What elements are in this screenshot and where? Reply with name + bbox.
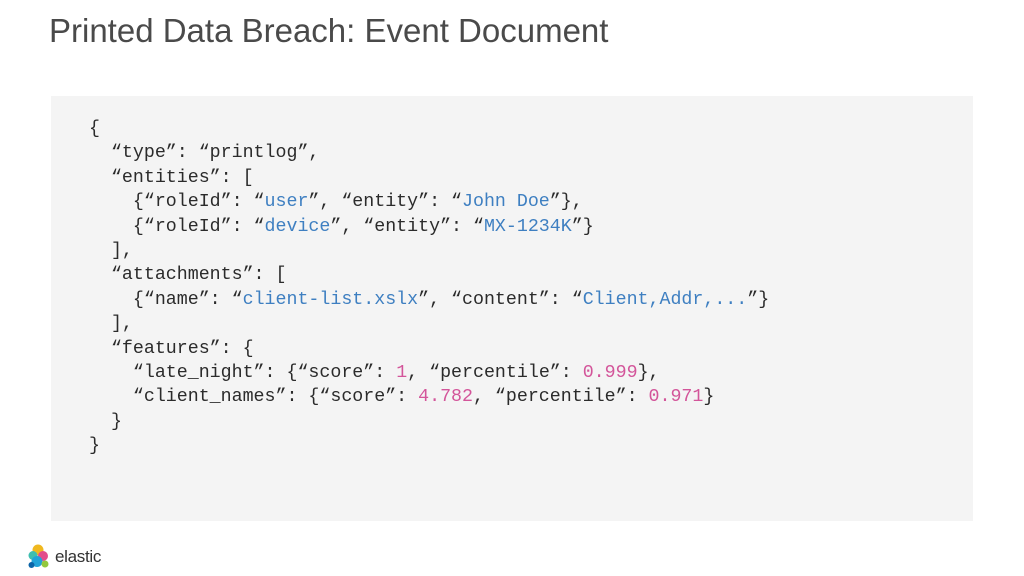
code-punct: ”, “entity”: “: [308, 192, 463, 213]
code-punct: {“name”: “: [89, 289, 243, 310]
code-string: user: [264, 192, 309, 213]
code-punct: “type”: “printlog”,: [89, 143, 320, 164]
elastic-logo-icon: [28, 544, 49, 568]
code-punct: {“roleId”: “: [89, 216, 265, 237]
code-line: “client_names”: {“score”: 4.782, “percen…: [89, 385, 769, 409]
code-number: 4.782: [418, 387, 473, 408]
code-punct: }: [703, 387, 715, 408]
code-line: }: [89, 434, 769, 458]
code-line: {“name”: “client-list.xslx”, “content”: …: [89, 288, 769, 312]
code-line: “features”: {: [89, 337, 769, 361]
code-string: client-list.xslx: [242, 289, 419, 310]
code-line: “attachments”: [: [89, 263, 769, 287]
code-line: “type”: “printlog”,: [89, 141, 769, 165]
code-punct: “late_night”: {“score”:: [89, 362, 397, 383]
code-line: }: [89, 410, 769, 434]
code-number: 0.999: [582, 362, 638, 383]
page-title: Printed Data Breach: Event Document: [49, 12, 609, 49]
code-punct: “client_names”: {“score”:: [89, 387, 419, 408]
code-line: ],: [89, 312, 769, 336]
code-punct: }: [89, 436, 100, 457]
code-punct: {“roleId”: “: [89, 192, 265, 213]
code-line: ],: [89, 239, 769, 263]
code-punct: “entities”: [: [89, 167, 254, 188]
code-number: 1: [396, 362, 408, 383]
code-line: {: [89, 117, 769, 141]
code-line: “late_night”: {“score”: 1, “percentile”:…: [89, 361, 769, 385]
code-punct: “attachments”: [: [89, 265, 287, 286]
code-punct: ”}: [571, 216, 594, 237]
code-string: device: [264, 216, 331, 237]
code-punct: ],: [89, 314, 133, 335]
code-punct: , “percentile”:: [472, 387, 649, 408]
code-line: “entities”: [: [89, 166, 769, 190]
code-punct: , “percentile”:: [407, 362, 583, 383]
elastic-logo: elastic: [27, 544, 101, 570]
code-punct: ”}: [747, 289, 770, 310]
code-line: {“roleId”: “device”, “entity”: “MX-1234K…: [89, 215, 769, 239]
code-number: 0.971: [648, 387, 704, 408]
code-punct: ”, “entity”: “: [330, 216, 484, 237]
code-punct: }: [89, 411, 122, 432]
code-punct: ”, “content”: “: [418, 289, 583, 310]
code-punct: {: [89, 119, 100, 139]
code-panel: { “type”: “printlog”, “entities”: [ {“ro…: [51, 96, 973, 521]
code-string: John Doe: [462, 192, 550, 213]
code-punct: ”},: [549, 192, 583, 213]
code-string: MX-1234K: [483, 216, 572, 237]
code-punct: ],: [89, 240, 133, 261]
json-code-block: { “type”: “printlog”, “entities”: [ {“ro…: [89, 117, 769, 458]
logo-text: elastic: [55, 547, 102, 566]
code-punct: “features”: {: [89, 338, 254, 359]
code-punct: },: [637, 362, 660, 383]
code-string: Client,Addr,...: [582, 289, 748, 310]
code-line: {“roleId”: “user”, “entity”: “John Doe”}…: [89, 190, 769, 214]
